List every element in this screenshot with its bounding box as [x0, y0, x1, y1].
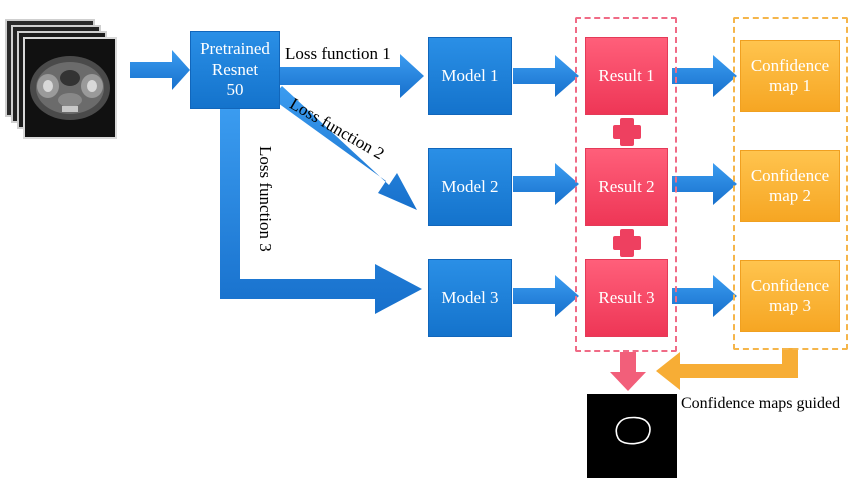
confidence-map-2-line2: map 2	[768, 186, 812, 205]
pretrained-resnet-box: Pretrained Resnet 50	[190, 31, 280, 109]
arrow-resnet-to-model2	[271, 86, 417, 210]
model-2-label: Model 2	[441, 176, 499, 196]
segmentation-mask-icon	[587, 394, 677, 478]
result-1-label: Result 1	[598, 65, 655, 85]
model-1-label: Model 1	[441, 65, 499, 85]
loss-function-1-label: Loss function 1	[285, 44, 391, 63]
result-2-box: Result 2	[585, 148, 668, 226]
result-3-box: Result 3	[585, 259, 668, 337]
arrow-result2-to-conf2	[672, 163, 737, 205]
confidence-map-2-line1: Confidence	[750, 165, 830, 185]
model-3-label: Model 3	[441, 287, 499, 307]
plus-icon	[613, 229, 641, 257]
arrow-model3-to-result3	[513, 275, 579, 317]
pretrained-line3: 50	[226, 80, 244, 100]
result-3-label: Result 3	[598, 287, 655, 307]
mri-slice-stack-icon	[5, 19, 117, 139]
results-group-dashed-border	[575, 17, 677, 352]
model-1-box: Model 1	[428, 37, 512, 115]
confidence-map-2-box: Confidence map 2	[740, 150, 840, 222]
confidence-group-dashed-border	[733, 17, 848, 350]
loss-function-3-label: Loss function 3	[256, 146, 275, 252]
confidence-map-1-line2: map 1	[768, 76, 812, 95]
arrow-results-to-output	[610, 352, 646, 391]
arrow-result3-to-conf3	[672, 275, 737, 317]
confidence-map-1-line1: Confidence	[750, 55, 830, 75]
arrow-input-to-resnet	[130, 50, 190, 90]
confidence-map-3-line1: Confidence	[750, 275, 830, 295]
arrow-resnet-to-model3	[220, 108, 422, 314]
arrow-model1-to-result1	[513, 55, 579, 97]
model-2-box: Model 2	[428, 148, 512, 226]
pretrained-line2: Resnet	[211, 59, 259, 79]
result-2-label: Result 2	[598, 176, 655, 196]
model-3-box: Model 3	[428, 259, 512, 337]
arrow-model2-to-result2	[513, 163, 579, 205]
confidence-map-3-box: Confidence map 3	[740, 260, 840, 332]
confidence-map-3-line2: map 3	[768, 296, 812, 315]
arrow-confidence-guided	[656, 348, 798, 390]
arrow-result1-to-conf1	[672, 55, 737, 97]
confidence-map-1-box: Confidence map 1	[740, 40, 840, 112]
arrow-resnet-to-model1	[279, 54, 424, 98]
result-1-box: Result 1	[585, 37, 668, 115]
plus-icon	[613, 118, 641, 146]
pretrained-line1: Pretrained	[200, 39, 270, 59]
confidence-maps-guided-label: Confidence maps guided	[681, 395, 841, 412]
